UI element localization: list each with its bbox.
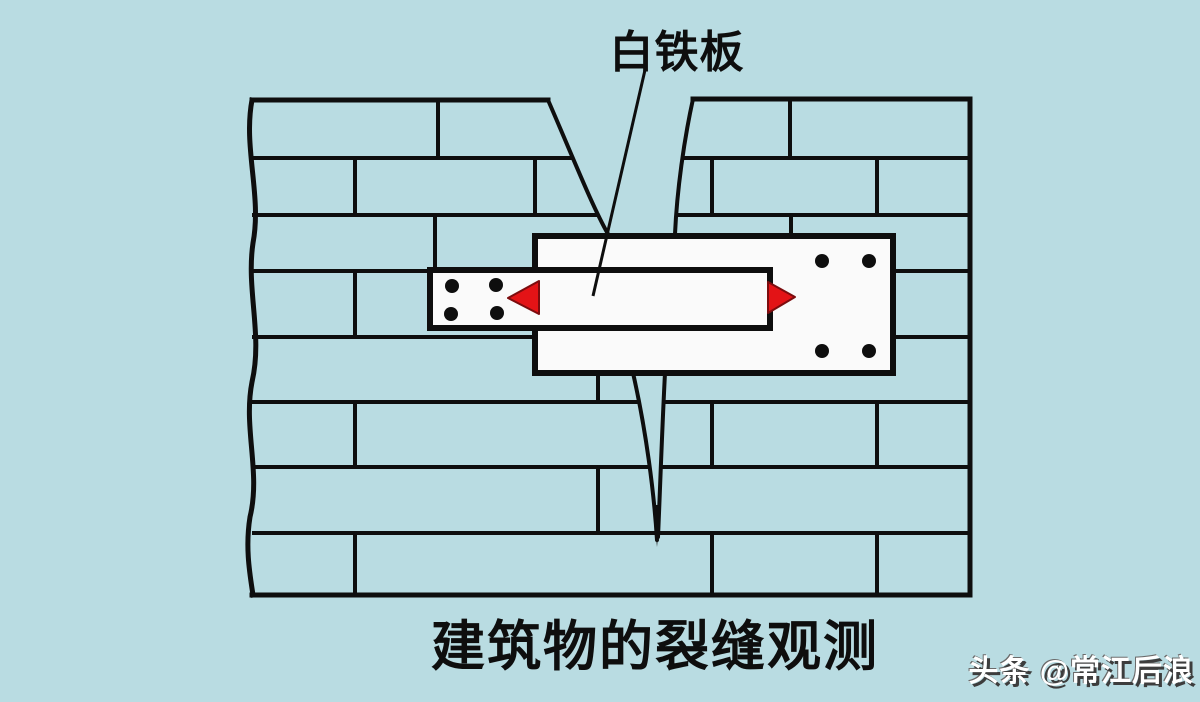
crack-upper [546,97,695,236]
right-pointer-arrow [767,281,796,314]
watermark: 头条 @常江后浪 [968,655,1194,688]
crack-tip [653,505,661,547]
small-tin-plate [427,267,773,331]
brick-wall [252,99,970,595]
plate-label: 白铁板 [609,28,745,77]
wall-break-edge [245,97,259,598]
wall-outline [245,96,973,598]
left-pointer-arrow [507,280,540,315]
crack-lower [631,371,667,547]
large-plate-rivets [815,254,876,358]
label-leader-line [591,69,647,297]
diagram-caption: 建筑物的裂缝观测 [431,617,879,677]
small-plate-rivets [444,278,504,321]
